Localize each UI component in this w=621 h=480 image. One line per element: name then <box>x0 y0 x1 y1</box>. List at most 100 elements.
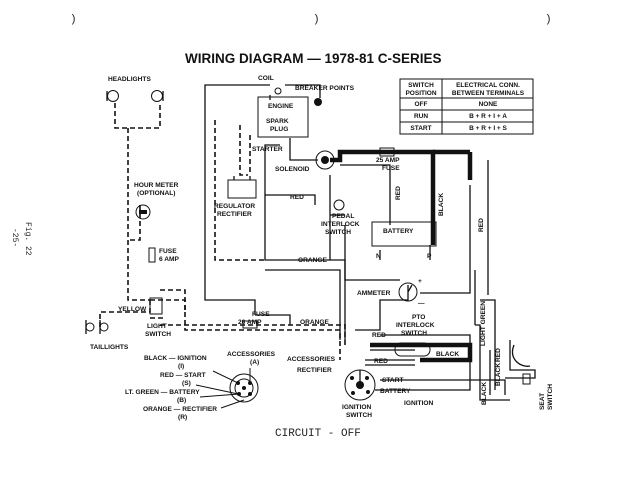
seat-switch-label: SEAT <box>539 393 546 410</box>
legend-accessories: ACCESSORIES <box>227 351 276 358</box>
regulator-rectifier: REGULATOR RECTIFIER <box>214 176 257 218</box>
battery-positive-label: P <box>427 253 432 260</box>
figure-number: Fig. 22 <box>23 222 32 256</box>
pedal-switch-label: PEDAL <box>332 213 354 220</box>
wire-label-orange: ORANGE <box>298 257 328 264</box>
solenoid: SOLENOID <box>275 150 335 173</box>
regulator-label: REGULATOR <box>214 203 255 210</box>
pto-switch-label: SWITCH <box>401 330 427 337</box>
legend-code: (B) <box>177 397 186 404</box>
table-cell: OFF <box>415 101 428 108</box>
pto-interlock-switch: PTO INTERLOCK SWITCH <box>394 314 435 357</box>
table-cell: B + R + I + S <box>469 125 507 132</box>
light-switch-label: SWITCH <box>145 331 171 338</box>
wire-label-red: RED <box>372 332 386 339</box>
table-cell: B + R + I + A <box>469 113 507 120</box>
fuse-20-label: 20 AMP <box>238 319 262 326</box>
seat-switch-label: SWITCH <box>547 384 554 410</box>
wire-label-red: RED <box>290 194 304 201</box>
wire-label-light-green: LIGHT GREEN <box>480 301 487 346</box>
pto-switch-label: INTERLOCK <box>396 322 435 329</box>
headlights-label: HEADLIGHTS <box>108 76 151 83</box>
wire-label-black: BLACK <box>481 382 488 405</box>
coil-label: COIL <box>258 75 274 82</box>
legend-line: RED — START <box>160 372 206 379</box>
legend-line: LT. GREEN — BATTERY <box>125 389 200 396</box>
battery-label: BATTERY <box>383 228 414 235</box>
engine-assembly: COIL BREAKER POINTS ENGINE SPARK PLUG ST… <box>252 75 355 153</box>
table-cell: RUN <box>414 113 428 120</box>
breaker-points-label: BREAKER POINTS <box>295 85 355 92</box>
fuse-6-label: 6 AMP <box>159 256 180 263</box>
legend-code: (S) <box>182 380 191 387</box>
fuse-6-label: FUSE <box>159 248 177 255</box>
wire-label-accessories: ACCESSORIES <box>287 356 336 363</box>
fuse-25-label: FUSE <box>382 165 400 172</box>
pedal-switch-label: SWITCH <box>325 229 351 236</box>
spark-plug-label: PLUG <box>270 126 288 133</box>
solenoid-label: SOLENOID <box>275 166 310 173</box>
wire-label-start: START <box>382 377 404 384</box>
light-switch: YELLOW LIGHT SWITCH <box>118 297 171 338</box>
table-header-line: SWITCH <box>408 82 434 89</box>
hour-meter-label: HOUR METER <box>134 182 179 189</box>
legend-code: (I) <box>178 363 184 370</box>
fuse-6-amp: FUSE 6 AMP <box>148 247 180 263</box>
fuse-20-label: FUSE <box>252 311 270 318</box>
wire-label-rectifier: RECTIFIER <box>297 367 332 374</box>
switch-position-table: SWITCH POSITION ELECTRICAL CONN. BETWEEN… <box>399 78 534 135</box>
fuse-20-amp: FUSE 20 AMP <box>238 311 270 329</box>
legend-line: ORANGE — RECTIFIER <box>143 406 217 413</box>
engine-label: ENGINE <box>268 103 294 110</box>
page-number: -25- <box>10 228 19 247</box>
wire-labels: RED RED RED RED RED RED BLACK BLACK BLAC… <box>287 186 502 407</box>
wire-label-red: RED <box>478 218 485 232</box>
taillights-label: TAILLIGHTS <box>90 344 129 351</box>
binder-mark-center: ) <box>313 14 320 26</box>
legend-accessories-code: (A) <box>250 359 259 366</box>
ammeter-plus-label: + <box>418 278 422 285</box>
wire-label-orange: ORANGE <box>300 319 330 326</box>
taillights: TAILLIGHTS <box>85 320 129 351</box>
yellow-wire-label: YELLOW <box>118 306 147 313</box>
headlights: HEADLIGHTS <box>106 76 164 102</box>
table-cell: NONE <box>479 101 498 108</box>
diagram-caption: CIRCUIT - OFF <box>275 428 361 440</box>
wire-label-black: BLACK <box>495 363 502 386</box>
ammeter-minus-label: — <box>418 300 425 307</box>
spark-plug-label: SPARK <box>266 118 289 125</box>
light-switch-label: LIGHT <box>147 323 167 330</box>
fuse-25-amp: 25 AMP FUSE <box>376 147 400 172</box>
ignition-switch: IGNITION SWITCH <box>342 369 376 419</box>
ignition-switch-detail <box>195 368 259 409</box>
ammeter: AMMETER + — <box>357 278 425 307</box>
wire-label-ignition: IGNITION <box>404 400 434 407</box>
table-header-line: POSITION <box>405 90 436 97</box>
ignition-switch-label: SWITCH <box>346 412 372 419</box>
table-cell: START <box>410 125 431 132</box>
ignition-switch-label: IGNITION <box>342 404 372 411</box>
regulator-label: RECTIFIER <box>217 211 252 218</box>
battery-negative-label: N <box>376 253 381 260</box>
wire-label-battery: BATTERY <box>380 388 411 395</box>
wire-label-black: BLACK <box>438 193 445 216</box>
ammeter-label: AMMETER <box>357 290 391 297</box>
binder-mark-left: ) <box>70 14 77 26</box>
wire-label-red: RED <box>495 348 502 362</box>
legend-code: (R) <box>178 414 187 421</box>
wire-label-red: RED <box>374 358 388 365</box>
pedal-switch-label: INTERLOCK <box>321 221 360 228</box>
binder-mark-right: ) <box>545 14 552 26</box>
hour-meter-label: (OPTIONAL) <box>137 190 175 197</box>
table-header-line: BETWEEN TERMINALS <box>452 90 525 97</box>
pedal-interlock-switch: PEDAL INTERLOCK SWITCH <box>321 199 360 236</box>
battery: BATTERY N P <box>371 221 437 260</box>
seat-switch: SEAT SWITCH <box>505 340 554 410</box>
ignition-legend: ACCESSORIES (A) BLACK — IGNITION (I) RED… <box>125 351 276 421</box>
fuse-25-label: 25 AMP <box>376 157 400 164</box>
hour-meter: HOUR METER (OPTIONAL) <box>134 182 179 220</box>
table-header-line: ELECTRICAL CONN. <box>456 82 520 89</box>
legend-line: BLACK — IGNITION <box>144 355 207 362</box>
